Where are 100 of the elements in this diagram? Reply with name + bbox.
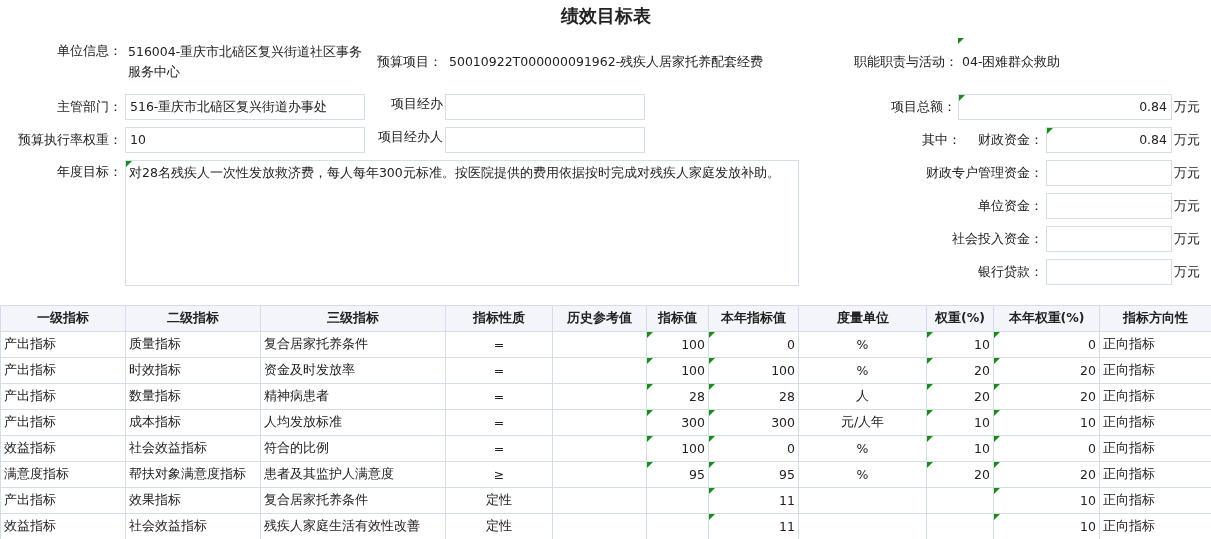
table-cell: 患者及其监护人满意度: [261, 462, 446, 488]
table-cell: 95: [709, 462, 799, 488]
table-cell: 产出指标: [1, 358, 126, 384]
table-cell: %: [799, 436, 927, 462]
column-header: 权重(%): [927, 306, 994, 332]
column-header: 指标方向性: [1100, 306, 1211, 332]
table-cell: =: [446, 384, 553, 410]
column-header: 本年指标值: [709, 306, 799, 332]
table-cell: 正向指标: [1100, 410, 1211, 436]
table-cell: 300: [709, 410, 799, 436]
table-cell: 正向指标: [1100, 462, 1211, 488]
table-cell: 人: [799, 384, 927, 410]
form-title: 绩效目标表: [559, 4, 652, 28]
field-label: 项目经办人: [377, 128, 443, 146]
table-cell: 20: [927, 462, 994, 488]
field-text: 万元: [1174, 263, 1201, 281]
field-text: 50010922T000000091962-残疾人居家托养配套经费: [449, 53, 765, 71]
table-cell: %: [799, 462, 927, 488]
table-cell: 10: [994, 514, 1100, 539]
table-cell: 10: [994, 488, 1100, 514]
field-label: 预算项目：: [376, 53, 442, 71]
field-label: 银行贷款：: [977, 263, 1043, 281]
table-cell: 11: [709, 514, 799, 539]
column-header: 度量单位: [799, 306, 927, 332]
table-cell: 100: [647, 332, 709, 358]
field-label: 财政专户管理资金：: [925, 164, 1043, 182]
table-cell: 正向指标: [1100, 436, 1211, 462]
field-label: 年度目标：: [56, 163, 122, 181]
table-cell: 满意度指标: [1, 462, 126, 488]
column-header: 历史参考值: [553, 306, 647, 332]
table-cell: 0: [709, 436, 799, 462]
table-cell: 10: [927, 332, 994, 358]
table-cell: 正向指标: [1100, 384, 1211, 410]
table-cell: 正向指标: [1100, 358, 1211, 384]
field-text: 万元: [1174, 98, 1201, 116]
table-cell: 成本指标: [126, 410, 261, 436]
table-cell: %: [799, 332, 927, 358]
field-label: 单位资金：: [977, 197, 1043, 215]
table-cell: 0: [994, 332, 1100, 358]
field-text: 其中：: [922, 131, 962, 149]
column-header: 本年权重(%): [994, 306, 1100, 332]
table-cell: 社会效益指标: [126, 514, 261, 539]
table-cell: 正向指标: [1100, 514, 1211, 539]
table-cell: 复合居家托养条件: [261, 488, 446, 514]
table-cell: 20: [927, 384, 994, 410]
field-text: 万元: [1174, 230, 1201, 248]
table-cell: %: [799, 358, 927, 384]
field-label: 预算执行率权重：: [17, 131, 122, 149]
input-field: 对28名残疾人一次性发放救济费，每人每年300元标准。按医院提供的费用依据按时完成对残疾人家庭发放补助。: [125, 160, 799, 286]
table-cell: 资金及时发放率: [261, 358, 446, 384]
table-cell: 效益指标: [1, 514, 126, 539]
table-cell: =: [446, 358, 553, 384]
table-cell: 95: [647, 462, 709, 488]
input-field: 0.84: [958, 94, 1172, 120]
table-cell: 28: [709, 384, 799, 410]
table-cell: 28: [647, 384, 709, 410]
field-label: 项目经办: [390, 95, 443, 113]
table-cell: 20: [927, 358, 994, 384]
table-cell: 10: [994, 410, 1100, 436]
table-cell: 10: [927, 410, 994, 436]
column-header: 指标值: [647, 306, 709, 332]
table-cell: 人均发放标准: [261, 410, 446, 436]
column-header: 二级指标: [126, 306, 261, 332]
table-cell: =: [446, 332, 553, 358]
table-cell: 定性: [446, 514, 553, 539]
table-cell: 100: [709, 358, 799, 384]
field-text: 万元: [1174, 164, 1201, 182]
table-cell: 产出指标: [1, 410, 126, 436]
field-label: 财政资金：: [977, 131, 1043, 149]
table-cell: 正向指标: [1100, 488, 1211, 514]
table-cell: 10: [927, 436, 994, 462]
column-header: 指标性质: [446, 306, 553, 332]
table-cell: 精神病患者: [261, 384, 446, 410]
table-cell: 时效指标: [126, 358, 261, 384]
field-label: 项目总额：: [890, 98, 956, 116]
table-cell: 符合的比例: [261, 436, 446, 462]
field-text: 万元: [1174, 197, 1201, 215]
input-field: 10: [125, 127, 365, 153]
table-cell: =: [446, 436, 553, 462]
field-label: 单位信息：: [56, 42, 122, 60]
table-cell: 100: [647, 358, 709, 384]
column-header: 三级指标: [261, 306, 446, 332]
table-cell: 20: [994, 384, 1100, 410]
table-cell: 11: [709, 488, 799, 514]
field-text: 万元: [1174, 131, 1201, 149]
table-cell: 产出指标: [1, 332, 126, 358]
table-cell: 元/人年: [799, 410, 927, 436]
field-label: 社会投入资金：: [951, 230, 1043, 248]
table-cell: 社会效益指标: [126, 436, 261, 462]
table-cell: 定性: [446, 488, 553, 514]
field-text: 516004-重庆市北碚区复兴街道社区事务服务中心: [128, 43, 364, 81]
table-cell: 0: [994, 436, 1100, 462]
table-cell: 300: [647, 410, 709, 436]
input-field: 516-重庆市北碚区复兴街道办事处: [125, 94, 365, 120]
table-cell: 复合居家托养条件: [261, 332, 446, 358]
table-cell: 正向指标: [1100, 332, 1211, 358]
table-cell: 20: [994, 462, 1100, 488]
table-cell: 效果指标: [126, 488, 261, 514]
column-header: 一级指标: [1, 306, 126, 332]
table-cell: 残疾人家庭生活有效性改善: [261, 514, 446, 539]
